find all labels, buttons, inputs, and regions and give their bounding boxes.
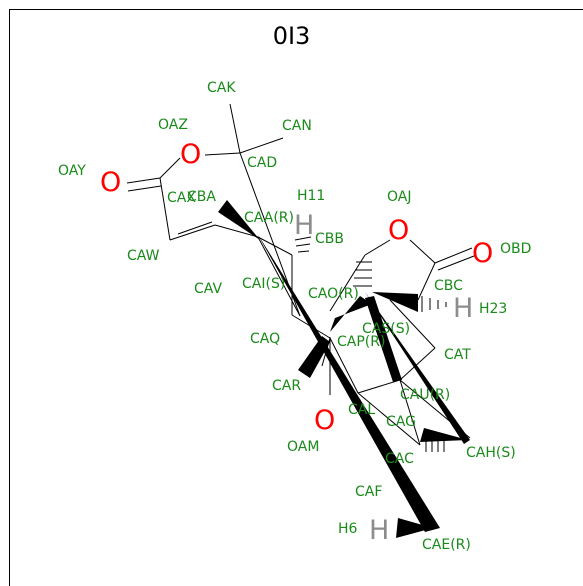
hash-1 [294, 236, 312, 241]
bond-cav-caa [214, 224, 259, 238]
label-cak: CAK [207, 80, 236, 96]
bond-cak-cad [229, 103, 241, 154]
label-cag: CAG [386, 414, 416, 430]
label-caa: CAA(R) [244, 210, 294, 226]
bond-cad-can [239, 137, 284, 154]
atom-oay-element: O [100, 167, 121, 198]
label-oaj: OAJ [387, 189, 411, 205]
bond-caw-cav-2 [177, 221, 213, 235]
bond-cal-cac [357, 392, 421, 446]
label-oay: OAY [58, 163, 86, 179]
label-cat: CAT [444, 347, 471, 363]
label-oam: OAM [287, 439, 319, 455]
hash-3 [297, 250, 310, 253]
label-caq: CAQ [250, 331, 280, 347]
label-cae: CAE(R) [422, 537, 471, 553]
bond-cap-cal [329, 337, 359, 394]
wedge-bonds [218, 200, 470, 538]
bond-caa-cai [257, 236, 301, 317]
atom-h23-element: H [453, 293, 473, 324]
atom-labels: CAK OAZ CAN CAD OAY CAX CBA H11 OAJ CAA(… [58, 80, 531, 553]
label-cas: CAS(S) [362, 321, 410, 337]
bond-cas-cat [389, 299, 436, 349]
label-h11: H11 [297, 188, 325, 204]
label-cad: CAD [247, 155, 277, 171]
label-cau: CAU(R) [400, 387, 450, 403]
atom-h11-element: H [294, 210, 314, 241]
atom-oaz-element: O [180, 139, 201, 170]
bond-caw-cav [169, 224, 216, 241]
label-cao: CAO(R) [308, 286, 359, 302]
bond-oaz-cax [159, 157, 181, 179]
wedge-cas-cbc [372, 292, 418, 312]
wedge-cas-cau [365, 296, 402, 382]
wedge-cba-caa [218, 200, 260, 240]
wedge-cas-cah [365, 292, 470, 444]
bond-cbb-oaj [364, 239, 391, 256]
wedge-cae-h6 [396, 518, 433, 538]
bond-cax-oay-2 [127, 185, 162, 192]
label-cal: CAL [348, 402, 375, 418]
label-oaz: OAZ [158, 117, 188, 133]
label-cba: CBA [187, 189, 216, 205]
bond-cbc-cas [417, 262, 436, 301]
label-cac: CAC [385, 451, 414, 467]
label-cap: CAP(R) [337, 334, 385, 350]
wedge-cao-cas [330, 296, 372, 332]
label-car: CAR [272, 378, 301, 394]
hash-2 [295, 243, 311, 247]
wedge-caa-cae [258, 235, 440, 532]
atom-obd-element: O [472, 238, 493, 269]
label-cbc: CBC [434, 278, 463, 294]
label-h6: H6 [338, 521, 358, 537]
label-caw: CAW [127, 248, 160, 264]
label-cbb: CBB [315, 231, 344, 247]
bond-cat-cau [399, 347, 436, 381]
wedge-car [298, 336, 330, 378]
bond-caa-cbb [257, 236, 293, 256]
label-cai: CAI(S) [242, 276, 285, 292]
molecule-title: 0I3 [272, 22, 311, 50]
bond-cal-cau [357, 379, 401, 394]
bond-cau-cac [399, 379, 421, 446]
bond-cad-oaz [204, 152, 241, 156]
bond-cax-oay-1 [126, 177, 161, 184]
atom-oaj-element: O [388, 215, 409, 246]
bond-cax-caw [159, 177, 171, 241]
label-cav: CAV [194, 281, 222, 297]
atom-h6-element: H [369, 515, 389, 546]
bond-oaj-cbc [409, 239, 436, 264]
label-can: CAN [282, 118, 312, 134]
label-cax: CAX [167, 190, 196, 206]
thin-bonds [126, 103, 475, 446]
label-caf: CAF [355, 484, 382, 500]
label-cah: CAH(S) [466, 445, 516, 461]
bond-cbc-obd-2 [437, 255, 475, 271]
bond-cao-cbb [329, 254, 366, 312]
atom-oam-element: O [314, 405, 335, 436]
label-obd: OBD [500, 241, 531, 257]
label-h23: H23 [479, 301, 507, 317]
bond-cbc-obd-1 [434, 247, 473, 264]
hash-bonds [294, 236, 447, 452]
